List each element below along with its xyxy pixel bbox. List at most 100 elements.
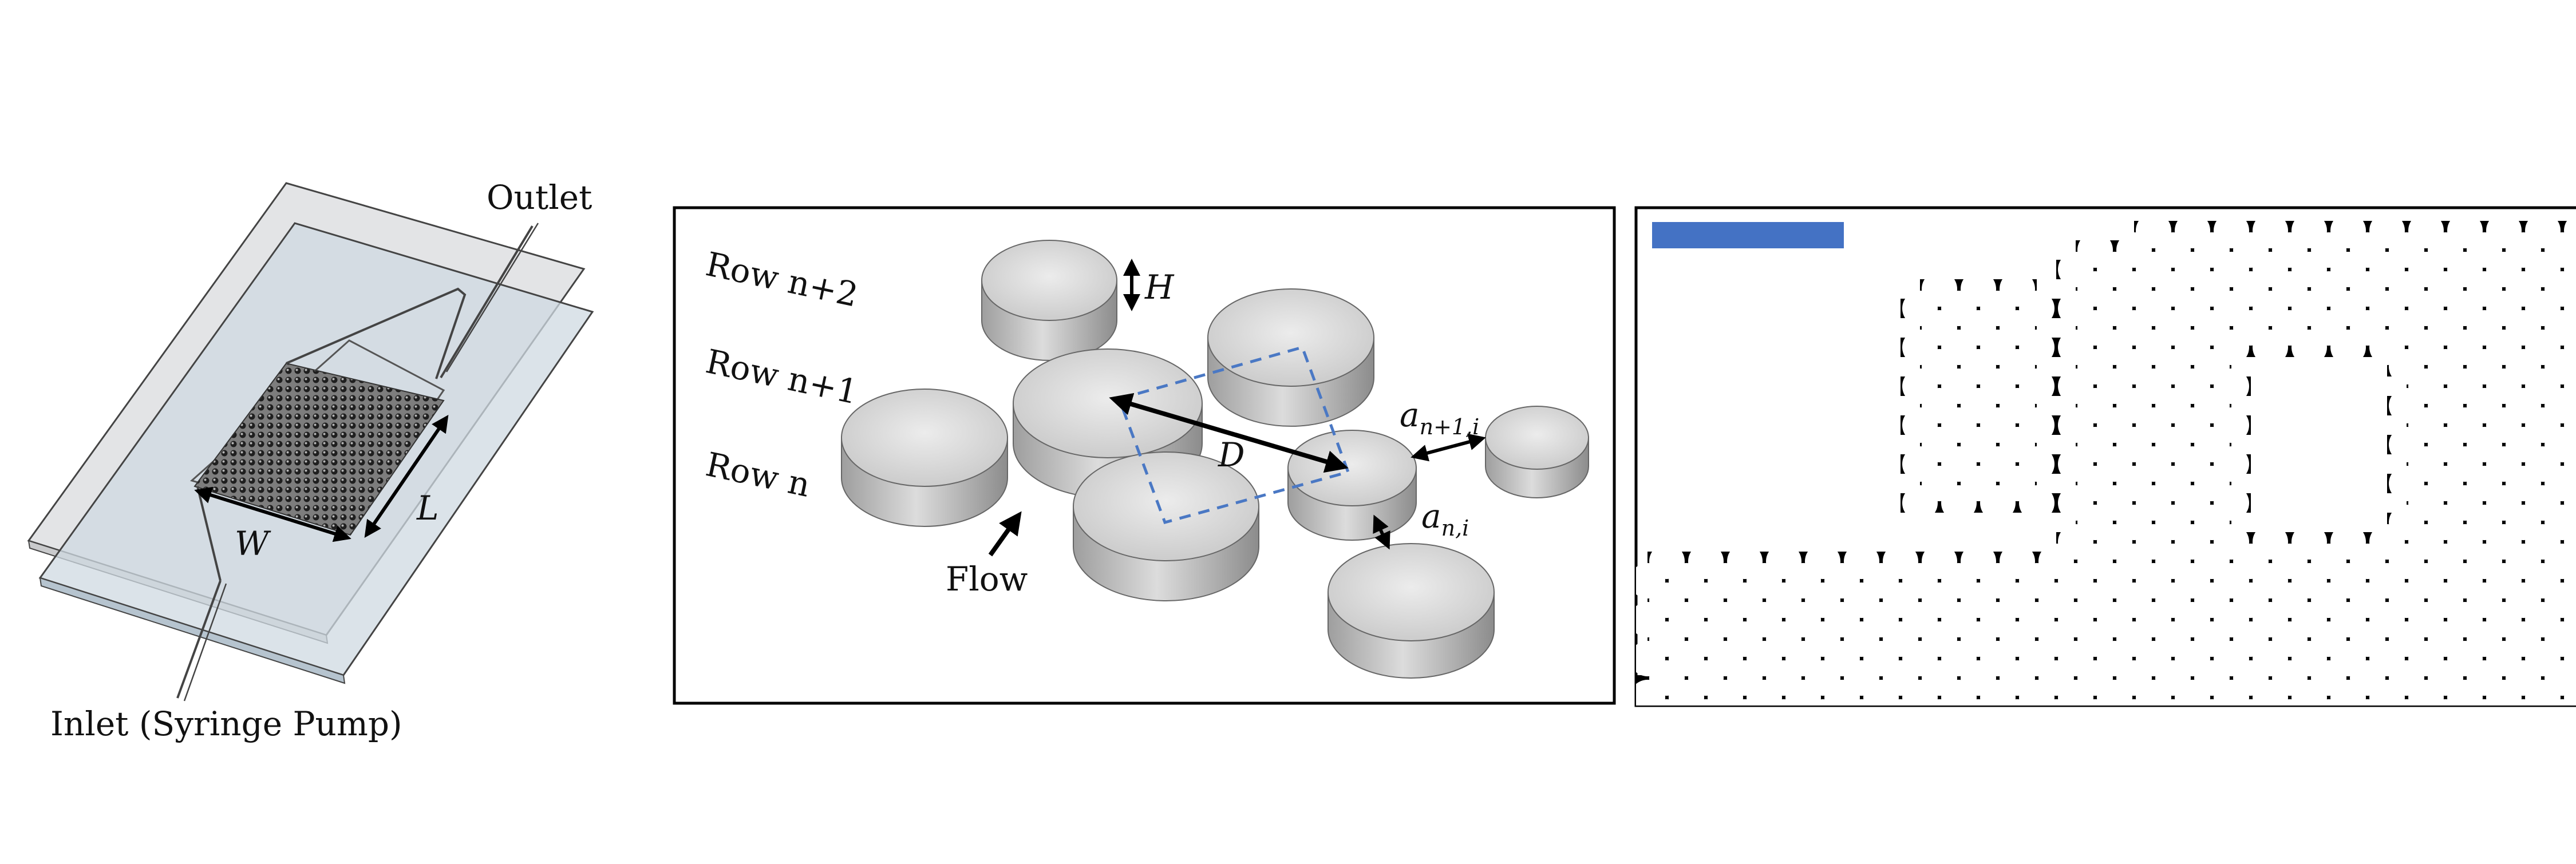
outlet-tube: [286, 225, 534, 379]
pore-circle: [2564, 719, 2576, 754]
solid-cell: [1901, 727, 1939, 746]
pore-circle: [1824, 719, 1860, 754]
gap-upper-symbol: a: [1400, 395, 1420, 434]
solid-cell: [1823, 727, 1862, 746]
pore-circle: [1669, 680, 1704, 706]
pore-circle: [2291, 680, 2327, 706]
pore-circle: [2214, 680, 2249, 706]
pore-circle: [1863, 719, 1899, 754]
pore-circle: [2564, 680, 2576, 706]
pore-circle: [2408, 719, 2444, 754]
solid-cell: [2095, 727, 2134, 746]
solid-cell: [1725, 707, 1764, 727]
solid-cell: [2192, 707, 2231, 727]
pore-circle: [2253, 680, 2288, 706]
pore-circle: [1902, 719, 1938, 754]
pore-circle: [1770, 699, 1797, 706]
pore-circle: [1785, 719, 1821, 754]
length-symbol: L: [416, 489, 439, 528]
pillar: [1327, 543, 1495, 679]
pore-circle: [1731, 699, 1759, 706]
outlet-label: Outlet: [487, 178, 592, 217]
solid-cell: [2504, 707, 2543, 727]
pore-circle: [2097, 719, 2132, 754]
gap-lower-arrow: [1373, 514, 1390, 550]
pore-circle: [2525, 680, 2561, 706]
pillar: [1207, 288, 1374, 427]
pore-circle: [2486, 680, 2522, 706]
solid-cell: [2445, 727, 2484, 746]
pore-circle: [1669, 719, 1704, 754]
gap-lower-subscript: n,i: [1441, 516, 1469, 541]
diameter-arrow: [1109, 393, 1349, 473]
solid-cell: [2465, 707, 2504, 727]
diameter-symbol: D: [1218, 435, 1245, 474]
solid-cell: [2231, 707, 2270, 727]
solid-cell: [2115, 707, 2154, 727]
pore-circle: [2042, 699, 2070, 706]
pore-circle: [2019, 680, 2055, 706]
pore-circle: [1747, 680, 1782, 706]
invaded-pore-pattern: [1628, 213, 2576, 754]
solid-cell: [2056, 727, 2095, 746]
width-arrow: [194, 486, 351, 542]
pillar-geometry-panel: Row n+2 Row n+1 Row n: [673, 206, 1616, 705]
solid-cell: [2290, 727, 2329, 746]
pore-circle: [2136, 719, 2171, 754]
pore-circle: [2549, 699, 2576, 706]
pore-circle: [2447, 680, 2483, 706]
solid-cell: [1706, 727, 1745, 746]
height-symbol: H: [1144, 268, 1175, 307]
gap-lower-symbol: a: [1421, 497, 1441, 536]
pore-circle: [2136, 680, 2171, 706]
pore-circle: [1747, 719, 1782, 754]
solid-cell: [2076, 707, 2115, 727]
pore-circle: [2019, 485, 2055, 521]
solid-cell: [2212, 727, 2251, 746]
solid-cell: [2154, 707, 2192, 727]
pore-circle: [2369, 719, 2405, 754]
pore-circle: [2471, 699, 2498, 706]
gap-upper-arrow: [1411, 433, 1486, 462]
length-arrow: [364, 415, 449, 538]
pillar: [841, 389, 1008, 527]
pore-circle: [2237, 699, 2265, 706]
pore-circle: [2393, 699, 2420, 706]
pore-circle: [2253, 330, 2288, 365]
pore-circle: [1636, 680, 1665, 706]
inlet-label: Inlet (Syringe Pump): [50, 704, 402, 743]
pore-circle: [1902, 680, 1938, 706]
pore-circle: [1708, 680, 1743, 706]
solid-cell: [2368, 727, 2407, 746]
solid-cell: [2484, 727, 2523, 746]
flow-label: Flow: [946, 560, 1028, 599]
pore-circle: [2330, 719, 2366, 754]
pore-circle: [2369, 680, 2405, 706]
pore-circle: [2058, 680, 2093, 706]
pillar: [1073, 451, 1259, 601]
pore-circle: [1941, 485, 1977, 521]
pore-circle: [2408, 680, 2444, 706]
solid-cell: [1686, 707, 1725, 727]
solid-cell: [1628, 727, 1667, 746]
pore-circle: [2276, 699, 2304, 706]
solid-cell: [1978, 727, 2017, 746]
solid-cell: [2348, 707, 2387, 727]
gap-upper-subscript: n+1,i: [1420, 414, 1480, 439]
solid-cell: [1803, 707, 1842, 727]
pillar: [1485, 406, 1589, 498]
pore-circle: [1863, 680, 1899, 706]
solid-cell: [2309, 707, 2348, 727]
pore-circle: [1887, 699, 1914, 706]
solid-cell: [1959, 707, 1998, 727]
solid-cell: [2329, 727, 2368, 746]
pore-circle: [2175, 719, 2210, 754]
solid-cell: [1842, 707, 1881, 727]
pore-circle: [2510, 699, 2537, 706]
gap-upper-label: an+1,i: [1400, 395, 1479, 439]
pore-circle: [2058, 719, 2093, 754]
flow-pattern-panel: [1628, 206, 2576, 754]
solid-cell: [1939, 727, 1978, 746]
solid-cell: [2173, 727, 2212, 746]
solid-cell: [2426, 707, 2465, 727]
